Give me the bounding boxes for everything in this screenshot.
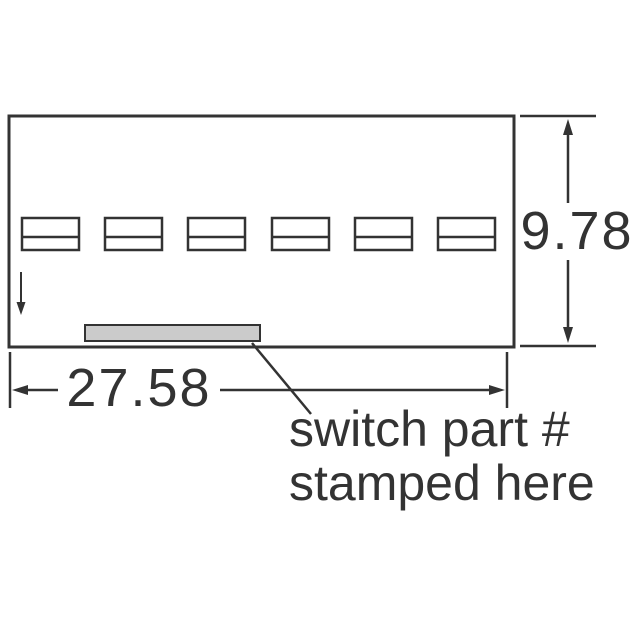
actuator-outline [103,216,164,252]
switch-actuator [103,216,164,252]
arrow-right-icon [489,385,505,395]
actuator-outline [186,216,247,252]
actuator-outline [20,216,81,252]
switch-body-outline [7,114,516,349]
arrow-up-icon [563,119,573,135]
leader-line [251,342,312,415]
switch-actuator [436,216,497,252]
annotation-line-2: stamped here [289,455,595,511]
actuator-outline [270,216,331,252]
switch-actuator [20,216,81,252]
part-number-stamp-area [84,324,261,342]
arrow-down-icon [563,327,573,343]
annotation: switch part # stamped here [289,401,595,511]
height-dimension: 9.78 [520,114,633,348]
width-dimension-label: 27.58 [66,358,211,418]
actuator-outline [436,216,497,252]
height-dimension-label: 9.78 [520,201,633,261]
switch-actuator [270,216,331,252]
switch-actuator-row [20,216,497,252]
annotation-line-1: switch part # [289,401,570,457]
orientation-arrow-icon [16,272,26,315]
switch-actuator [186,216,247,252]
arrow-left-icon [12,385,28,395]
actuator-outline [353,216,414,252]
switch-actuator [353,216,414,252]
width-dimension: 27.58 [8,352,509,418]
arrow-down-icon [16,302,26,315]
